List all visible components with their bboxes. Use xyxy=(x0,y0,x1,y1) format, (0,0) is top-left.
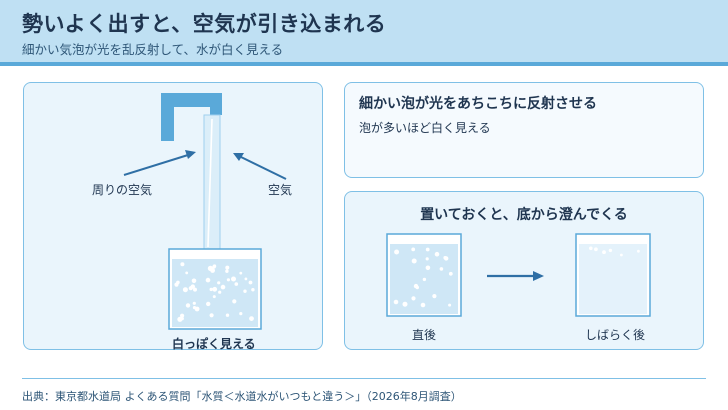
source-note: 出典：東京都水道局 よくある質問「水質＜水道水がいつもと違う＞」（2026年8月… xyxy=(22,390,462,403)
bubble xyxy=(191,278,197,284)
bubble xyxy=(394,249,400,255)
bubble xyxy=(637,249,640,253)
bubble xyxy=(182,287,188,293)
bubble-group-immediately xyxy=(393,247,453,308)
bubble xyxy=(206,301,211,307)
bubble xyxy=(594,247,598,252)
bubble xyxy=(232,299,237,304)
time-arrow-head xyxy=(533,271,544,281)
label-after-while: しばらく後 xyxy=(585,328,646,342)
label-air: 空気 xyxy=(268,183,293,197)
bubble xyxy=(243,289,247,293)
label-surrounding-air: 周りの空気 xyxy=(92,183,153,197)
stream-highlight xyxy=(207,118,213,248)
page-subtitle: 細かい気泡が光を乱反射して、水が白く見える xyxy=(22,42,284,57)
header-band xyxy=(0,0,728,62)
bubble xyxy=(239,271,243,275)
bubble xyxy=(180,262,185,267)
reflection-heading: 細かい泡が光をあちこちに反射させる xyxy=(359,96,597,112)
bubble xyxy=(425,247,430,252)
bubble xyxy=(194,306,200,312)
bubble xyxy=(217,281,221,285)
bubble xyxy=(212,295,216,299)
faucet-nozzle xyxy=(210,107,222,115)
bubble xyxy=(589,246,593,251)
bubble xyxy=(226,278,230,282)
bubble xyxy=(448,271,453,276)
bubble xyxy=(193,287,197,292)
label-immediately: 直後 xyxy=(412,328,437,342)
bubble xyxy=(231,276,236,282)
bubble xyxy=(393,299,399,305)
bubble xyxy=(205,277,211,283)
bubble xyxy=(209,287,213,292)
bubble xyxy=(180,313,185,318)
bubble xyxy=(425,265,431,271)
bubble xyxy=(608,248,613,253)
page-title: 勢いよく出すと、空気が引き込まれる xyxy=(22,12,387,36)
bubble xyxy=(210,268,216,273)
label-cloudy: 白っぽく見える xyxy=(172,337,256,351)
arrow-left-head xyxy=(185,150,196,159)
bubble xyxy=(192,301,196,305)
settling-heading: 置いておくと、底から澄んでくる xyxy=(420,207,628,223)
bubble xyxy=(422,277,427,282)
reflection-text: 泡が多いほど白く見える xyxy=(359,121,491,135)
water-after-while xyxy=(579,244,647,314)
bubble xyxy=(402,301,408,307)
bubble xyxy=(174,282,179,287)
bubble xyxy=(602,250,606,255)
bubble xyxy=(218,290,222,294)
bubble xyxy=(225,269,229,273)
bubble xyxy=(185,271,189,275)
faucet-icon xyxy=(161,93,222,141)
bubble xyxy=(251,288,255,292)
bubble xyxy=(209,313,214,318)
bubble xyxy=(413,283,419,289)
bubble xyxy=(444,256,449,261)
bubble xyxy=(212,286,218,292)
bubble xyxy=(248,280,253,285)
arrow-left-line xyxy=(123,154,189,176)
bubble xyxy=(249,316,254,321)
reflection-panel: 細かい泡が光をあちこちに反射させる 泡が多いほど白く見える xyxy=(344,82,704,178)
bubble xyxy=(225,265,230,270)
footer-rule xyxy=(22,378,706,379)
settling-illustration xyxy=(386,233,651,317)
bubble xyxy=(439,267,444,271)
bubble xyxy=(432,294,437,299)
bubble xyxy=(425,257,429,261)
bubble xyxy=(420,302,426,308)
bubble xyxy=(225,313,230,317)
bubble xyxy=(244,277,248,281)
bubble xyxy=(185,303,191,308)
bubble xyxy=(220,284,226,290)
bubble xyxy=(411,247,416,252)
bubble-group xyxy=(174,262,255,322)
bubble xyxy=(212,265,216,269)
bubble xyxy=(190,284,195,289)
settling-panel: 置いておくと、底から澄んでくる 直後 しばらく後 xyxy=(344,191,704,350)
bubble xyxy=(620,253,623,257)
header-rule xyxy=(0,62,728,66)
bubble xyxy=(180,316,184,321)
bubble xyxy=(411,258,417,264)
arrow-right-head xyxy=(233,153,244,161)
faucet-panel: 周りの空気 空気 白っぽく見える xyxy=(23,82,323,351)
arrow-right-line xyxy=(240,156,287,180)
faucet-illustration xyxy=(123,93,287,330)
bubble xyxy=(239,312,243,316)
bubble xyxy=(411,296,416,301)
cloudy-water xyxy=(172,259,258,327)
bubble-group-after-while xyxy=(589,246,640,257)
bubble xyxy=(448,303,452,307)
bubble xyxy=(434,251,440,257)
bubble xyxy=(234,282,239,286)
